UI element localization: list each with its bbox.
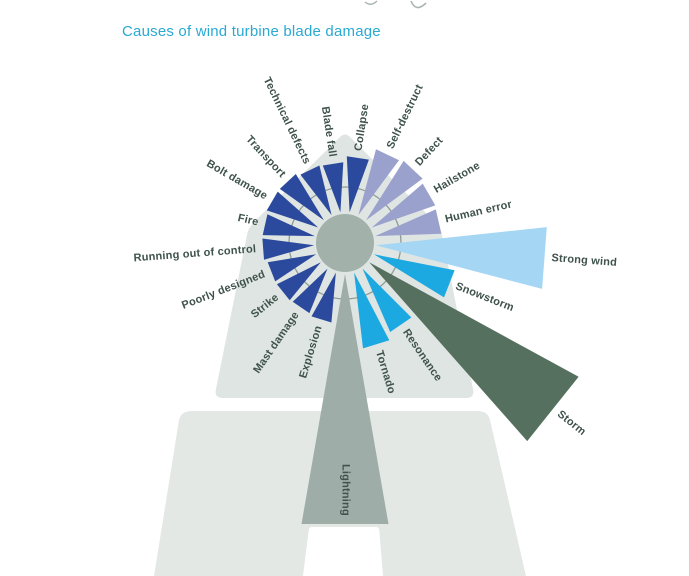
wedge-self-destruct (358, 149, 399, 216)
wedge-bolt-damage (266, 191, 319, 228)
wedge-strike (276, 262, 321, 301)
wedge-explosion (311, 272, 336, 323)
wedge-technical-defects (300, 165, 332, 216)
wedge-hailstone (371, 183, 436, 228)
cause-wedges (262, 149, 579, 524)
wedge-storm (369, 262, 579, 442)
wedge-lightning (301, 274, 389, 524)
wedge-collapse (346, 156, 369, 213)
hub-circle (316, 214, 374, 272)
turbine-leg-gap (303, 527, 383, 576)
wedge-tornado (354, 272, 390, 349)
wedge-defect (366, 160, 423, 221)
decorative-curve-icon (364, 0, 378, 5)
wedge-mast-damage (292, 268, 328, 314)
wedge-human-error (375, 209, 442, 237)
wedge-resonance (362, 268, 412, 332)
wedge-transport (279, 174, 324, 221)
wedge-snowstorm (373, 254, 455, 298)
wedge-poorly-designed (267, 254, 317, 282)
decorative-curve-icon (410, 0, 427, 9)
wedge-strong-wind (375, 227, 547, 289)
wedge-blade-fall (322, 162, 344, 213)
wedge-fire (262, 214, 315, 237)
wedge-running-out-of-control (262, 238, 315, 260)
page-title: Causes of wind turbine blade damage (122, 23, 381, 40)
